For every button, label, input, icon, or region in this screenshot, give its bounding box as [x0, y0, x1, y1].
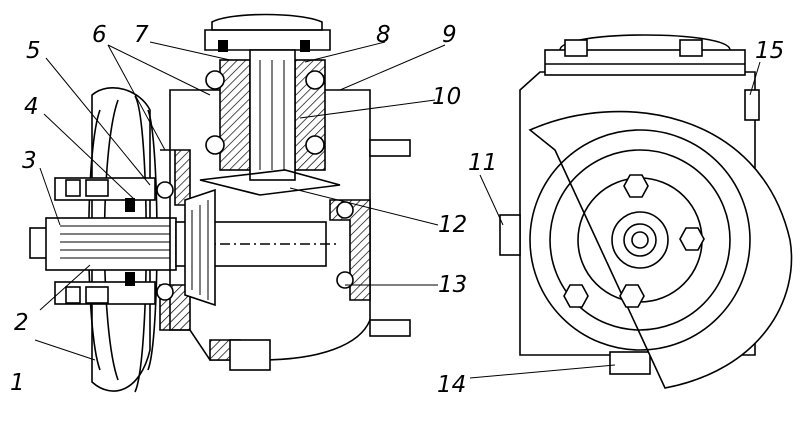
- callout-7: 7: [134, 22, 149, 48]
- seals: [125, 40, 310, 286]
- callout-10: 10: [432, 84, 461, 110]
- callout-15: 15: [755, 38, 784, 64]
- callout-9: 9: [442, 22, 457, 48]
- callout-4: 4: [24, 94, 39, 120]
- protective-cover: [528, 110, 793, 389]
- callout-1: 1: [10, 370, 25, 396]
- flange-bolts: [563, 174, 705, 308]
- shaft-bearings: [156, 181, 354, 301]
- callout-13: 13: [438, 272, 467, 298]
- input-shaft: [29, 217, 340, 271]
- external-view: [499, 34, 793, 389]
- callout-14: 14: [437, 372, 466, 398]
- callout-11: 11: [468, 150, 497, 176]
- callout-2: 2: [14, 310, 29, 336]
- pulley-bolt-bottom: [65, 286, 109, 304]
- upper-bearings: [205, 70, 325, 155]
- callout-8: 8: [376, 22, 391, 48]
- leader-lines: [34, 41, 761, 379]
- callout-6: 6: [92, 22, 107, 48]
- bevel-gears: [184, 169, 341, 307]
- pulley-bolt-top: [65, 179, 109, 197]
- callout-3: 3: [22, 148, 37, 174]
- section-view: [29, 13, 411, 393]
- callouts: 1 2 3 4 5 6 7 8 9 10 11 12 13 14 15: [10, 22, 784, 398]
- callout-5: 5: [26, 38, 41, 64]
- callout-12: 12: [438, 212, 467, 238]
- vertical-shaft: [204, 13, 331, 181]
- gear-housing: [159, 89, 411, 371]
